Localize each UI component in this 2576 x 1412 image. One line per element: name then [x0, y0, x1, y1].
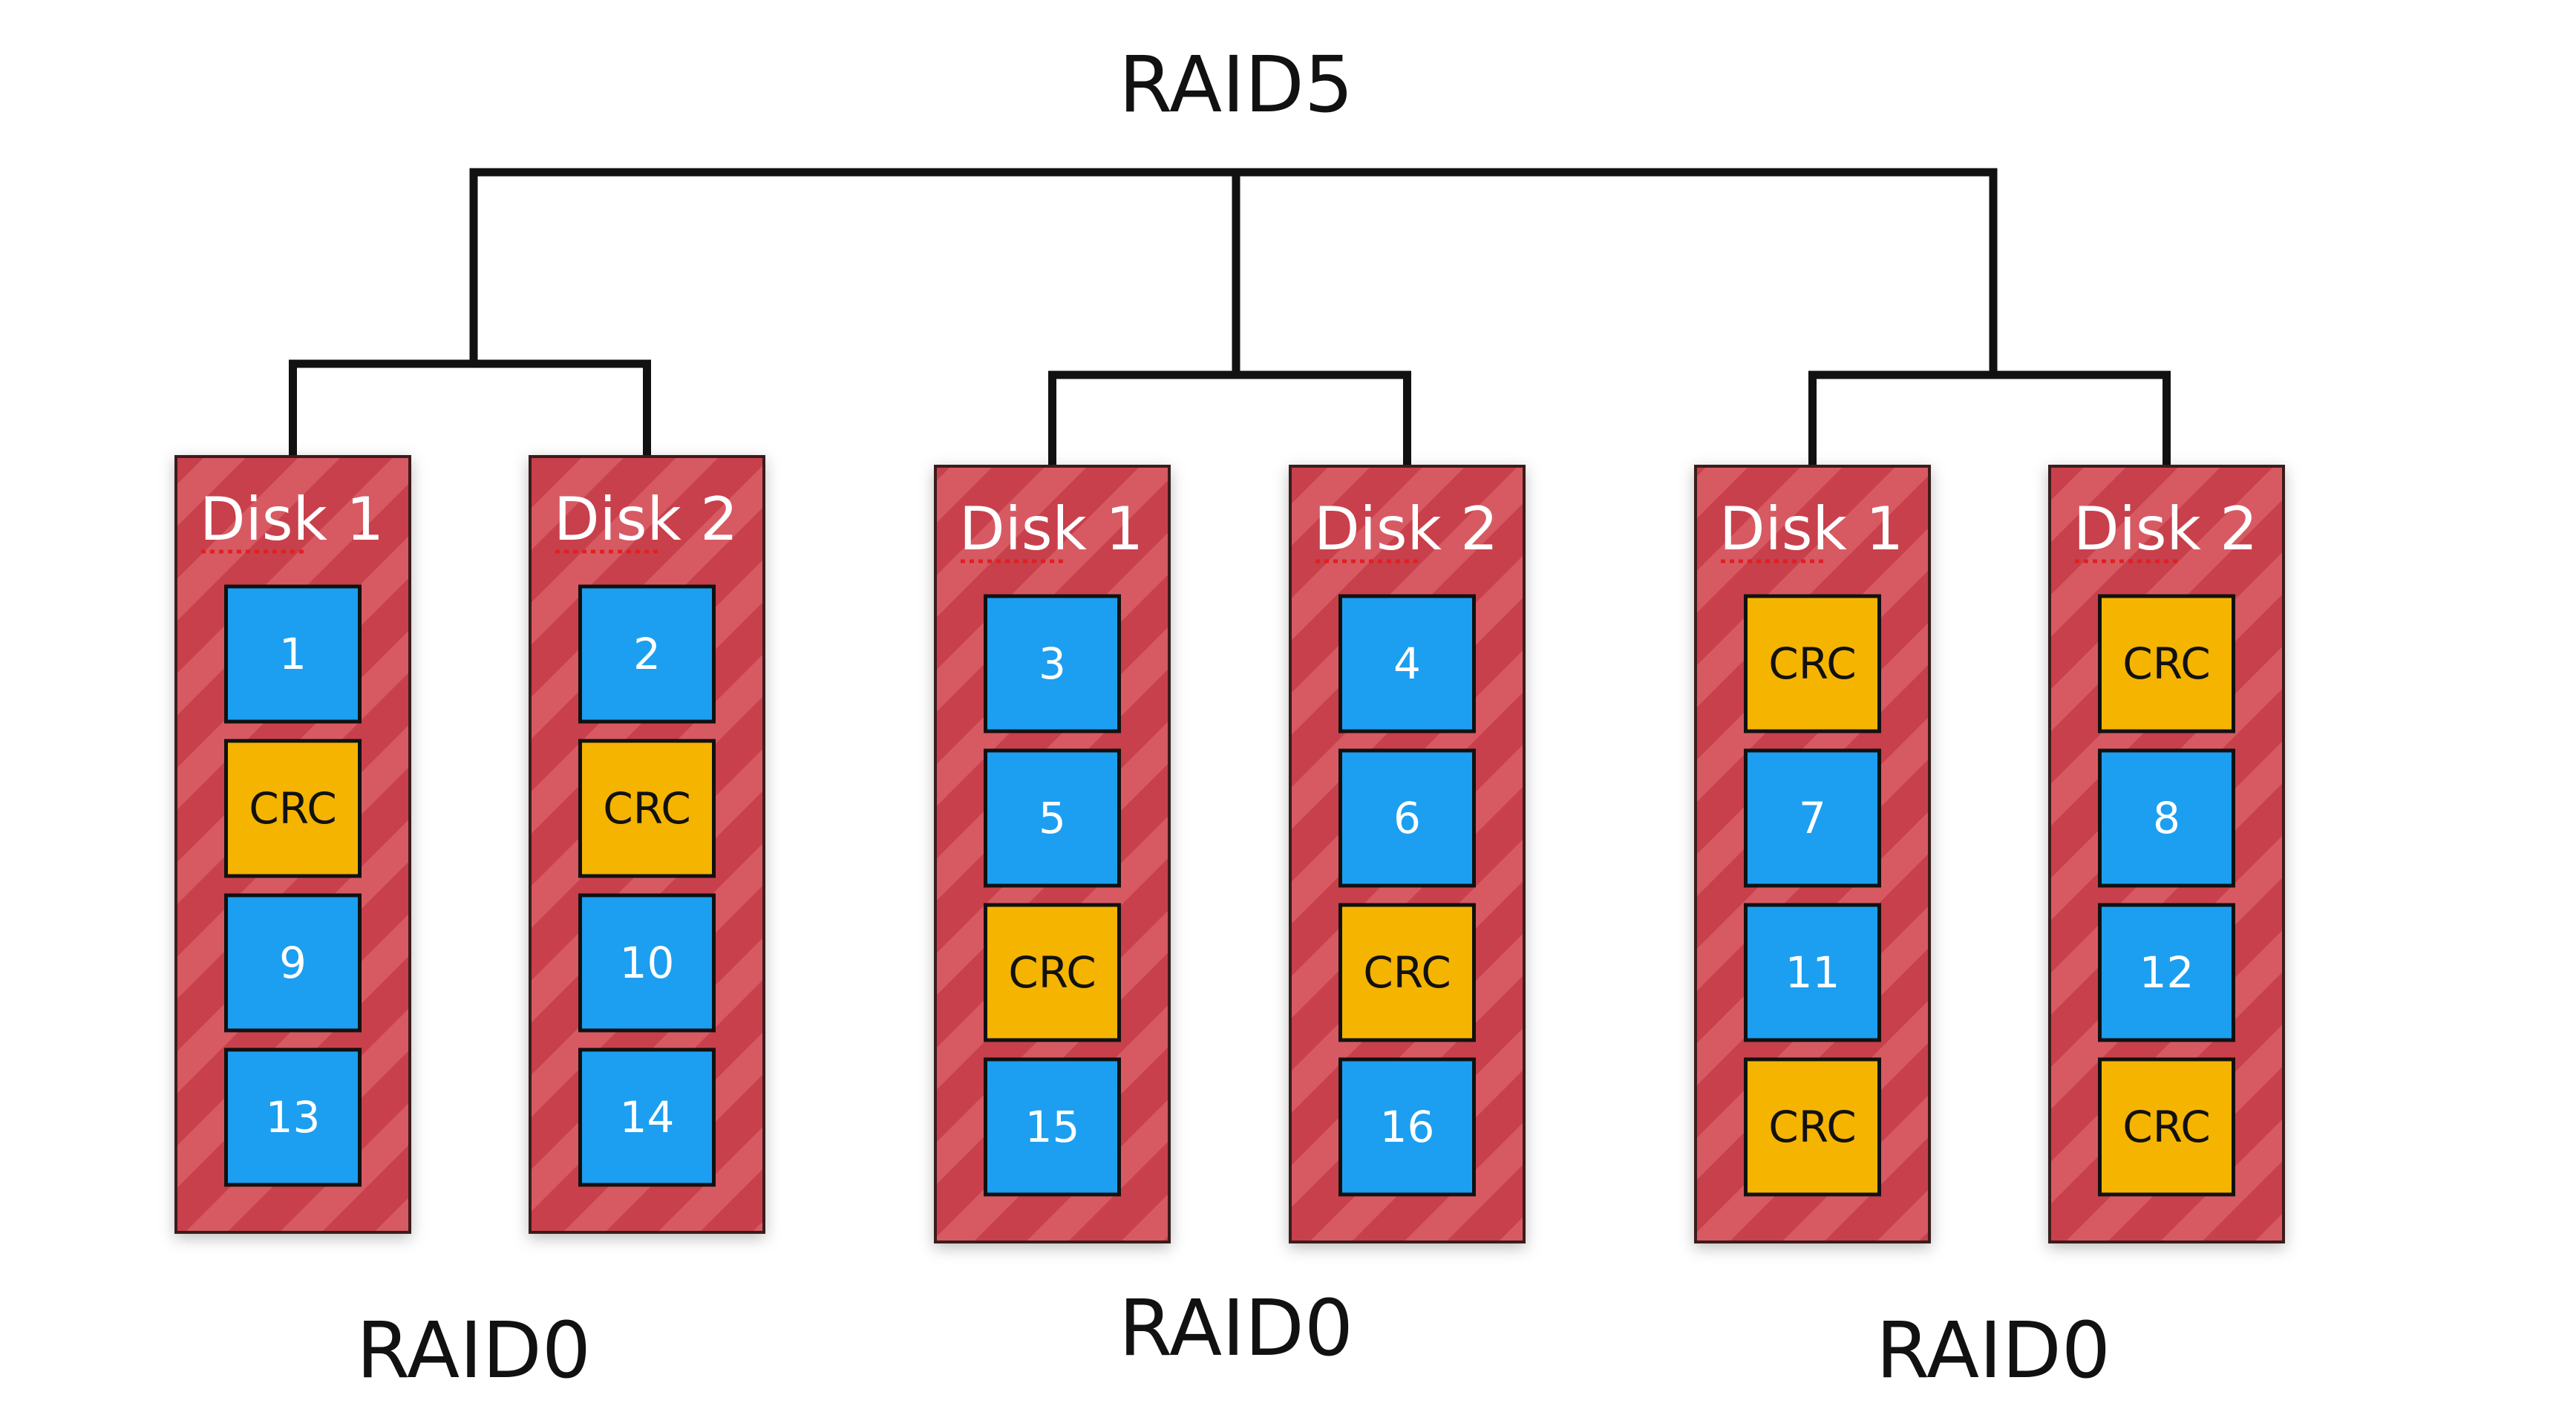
disk-label: Disk 1 [200, 485, 384, 554]
block-label: 7 [1799, 793, 1826, 843]
block-rect [224, 1047, 362, 1187]
block-rect [2098, 594, 2235, 733]
block-rect [224, 893, 362, 1033]
block-label: 1 [279, 629, 307, 679]
crc-block: CRC [2098, 594, 2235, 733]
block-label: 5 [1039, 793, 1066, 843]
data-block: 13 [224, 1047, 362, 1187]
block-rect [984, 748, 1121, 888]
data-block: 8 [2098, 748, 2235, 888]
block-rect [1338, 903, 1476, 1042]
data-block: 7 [1744, 748, 1881, 888]
raid0-label: RAID0 [1876, 1305, 2111, 1396]
block-rect [1338, 748, 1476, 888]
block-label: 12 [2139, 947, 2194, 998]
block-label: 11 [1785, 947, 1840, 998]
block-label: 8 [2153, 793, 2180, 843]
crc-block: CRC [578, 739, 716, 878]
block-rect [578, 893, 716, 1033]
block-label: 10 [620, 938, 675, 988]
crc-block: CRC [984, 903, 1121, 1042]
data-block: 10 [578, 893, 716, 1033]
block-rect [2098, 748, 2235, 888]
block-label: CRC [1363, 947, 1451, 998]
block-rect [224, 584, 362, 724]
block-label: 9 [279, 938, 307, 988]
crc-block: CRC [224, 739, 362, 878]
tree-connectors [289, 168, 2171, 466]
data-block: 14 [578, 1047, 716, 1187]
disk-label: Disk 1 [959, 494, 1143, 563]
block-rect [578, 1047, 716, 1187]
block-rect [1338, 1057, 1476, 1197]
block-rect [578, 584, 716, 724]
block-label: CRC [1768, 1102, 1856, 1152]
block-label: CRC [249, 783, 336, 834]
block-rect [578, 739, 716, 878]
crc-block: CRC [1744, 1057, 1881, 1197]
block-label: 6 [1393, 793, 1421, 843]
crc-block: CRC [2098, 1057, 2235, 1197]
data-block: 12 [2098, 903, 2235, 1042]
block-rect [224, 739, 362, 878]
data-block: 3 [984, 594, 1121, 733]
block-rect [984, 1057, 1121, 1197]
data-block: 11 [1744, 903, 1881, 1042]
block-label: 3 [1039, 638, 1066, 689]
block-label: CRC [1008, 947, 1096, 998]
raid0-label: RAID0 [1119, 1283, 1353, 1373]
block-rect [2098, 1057, 2235, 1197]
data-block: 9 [224, 893, 362, 1033]
block-rect [1744, 748, 1881, 888]
block-label: CRC [1768, 638, 1856, 689]
disk-label: Disk 2 [2073, 494, 2258, 563]
block-label: 13 [266, 1092, 321, 1143]
disk-label: Disk 2 [554, 485, 738, 554]
block-rect [1744, 594, 1881, 733]
block-rect [2098, 903, 2235, 1042]
block-label: 15 [1025, 1102, 1080, 1152]
block-rect [984, 903, 1121, 1042]
block-rect [1744, 1057, 1881, 1197]
data-block: 5 [984, 748, 1121, 888]
data-block: 2 [578, 584, 716, 724]
block-label: 16 [1380, 1102, 1435, 1152]
block-label: 14 [620, 1092, 675, 1143]
block-label: CRC [2122, 1102, 2210, 1152]
crc-block: CRC [1744, 594, 1881, 733]
data-block: 1 [224, 584, 362, 724]
raid0-label: RAID0 [356, 1305, 591, 1396]
disk-label: Disk 2 [1314, 494, 1498, 563]
block-label: 2 [633, 629, 661, 679]
block-label: CRC [603, 783, 690, 834]
raid5-title: RAID5 [1119, 39, 1353, 130]
data-block: 16 [1338, 1057, 1476, 1197]
block-rect [1338, 594, 1476, 733]
block-label: 4 [1393, 638, 1421, 689]
block-label: CRC [2122, 638, 2210, 689]
block-rect [1744, 903, 1881, 1042]
block-rect [984, 594, 1121, 733]
data-block: 4 [1338, 594, 1476, 733]
data-block: 15 [984, 1057, 1121, 1197]
crc-block: CRC [1338, 903, 1476, 1042]
data-block: 6 [1338, 748, 1476, 888]
disk-label: Disk 1 [1719, 494, 1903, 563]
